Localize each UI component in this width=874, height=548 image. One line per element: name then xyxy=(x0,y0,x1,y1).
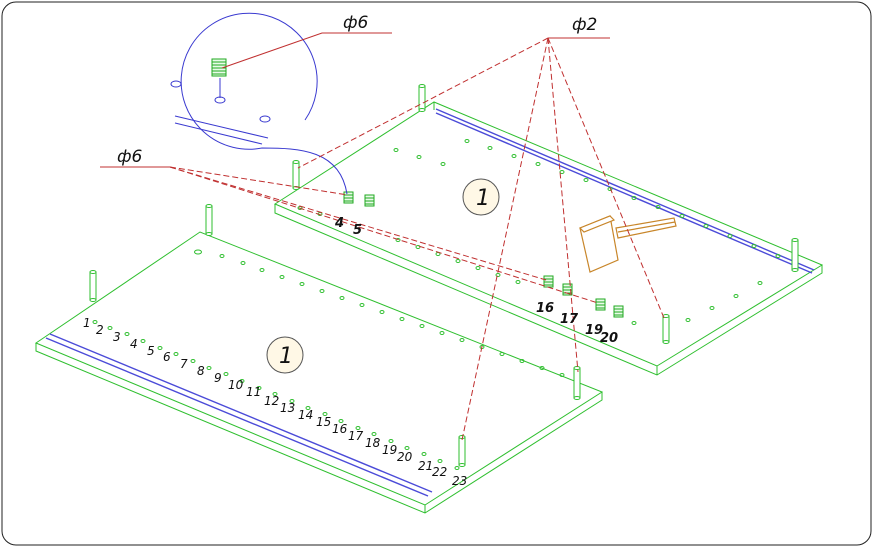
front-hole-number: 10 xyxy=(228,378,244,392)
tool-icon xyxy=(578,215,677,273)
bushing-5 xyxy=(364,194,375,207)
front-hole-number: 8 xyxy=(197,364,205,378)
front-hole-number: 2 xyxy=(96,323,104,337)
part-number-front: 1 xyxy=(279,344,293,369)
front-hole-number: 17 xyxy=(348,429,364,443)
threaded-bushings xyxy=(343,191,624,318)
front-hole-number: 18 xyxy=(365,436,381,450)
detail-bushing xyxy=(211,58,227,77)
back-hole-number: 16 xyxy=(536,301,554,316)
locating-pin xyxy=(791,238,799,272)
back-plate xyxy=(273,101,824,376)
front-hole-number: 21 xyxy=(418,459,433,473)
bushing-19 xyxy=(595,298,606,311)
back-plate-rail xyxy=(435,108,815,274)
front-hole-number: 7 xyxy=(180,357,188,371)
front-hole-number: 6 xyxy=(163,350,171,364)
detail-magnifier xyxy=(170,12,348,195)
back-plate-holes xyxy=(297,139,781,325)
front-hole-number: 19 xyxy=(382,443,397,457)
bushing-16 xyxy=(543,275,554,288)
bushing-4 xyxy=(343,191,354,204)
locating-pin xyxy=(458,435,466,467)
locating-pin xyxy=(418,84,426,112)
front-hole-number: 20 xyxy=(397,450,413,464)
front-hole-number: 11 xyxy=(246,385,261,399)
front-hole-number: 4 xyxy=(130,337,138,351)
callout-label-top: ф2 xyxy=(572,15,597,35)
leader-lines-dashed xyxy=(169,37,665,441)
front-hole-number: 12 xyxy=(264,394,279,408)
front-hole-number: 15 xyxy=(316,415,331,429)
part-balloon-back: 1 xyxy=(462,178,500,216)
locating-pin xyxy=(89,270,97,302)
front-plate-holes xyxy=(92,249,565,470)
front-hole-number: 16 xyxy=(332,422,348,436)
front-plate-posts xyxy=(89,204,581,467)
back-plate-posts xyxy=(292,84,799,344)
callout-label-left: ф6 xyxy=(117,147,143,167)
front-hole-number: 3 xyxy=(113,330,121,344)
back-hole-number: 20 xyxy=(600,331,618,346)
front-hole-number: 1 xyxy=(83,316,91,330)
part-number-back: 1 xyxy=(476,186,490,211)
leader-lines xyxy=(100,32,610,168)
locating-pin xyxy=(662,314,670,344)
back-hole-number: 5 xyxy=(353,223,362,238)
back-hole-number: 19 xyxy=(585,323,603,338)
front-hole-number: 5 xyxy=(147,344,155,358)
back-hole-number: 17 xyxy=(560,312,579,327)
front-hole-number: 13 xyxy=(280,401,295,415)
locating-pin xyxy=(292,160,300,190)
callout-label-magnified: ф6 xyxy=(343,13,369,33)
locating-pin xyxy=(205,204,213,236)
front-hole-number: 14 xyxy=(298,408,313,422)
bushing-20 xyxy=(613,305,624,318)
locating-pin xyxy=(573,366,581,400)
front-plate-rail xyxy=(45,333,433,497)
front-hole-number: 22 xyxy=(432,465,447,479)
front-hole-number: 9 xyxy=(214,371,222,385)
front-hole-number: 23 xyxy=(452,474,467,488)
back-hole-number: 4 xyxy=(334,216,344,231)
part-balloon-front: 1 xyxy=(266,336,304,374)
front-plate xyxy=(34,231,604,514)
